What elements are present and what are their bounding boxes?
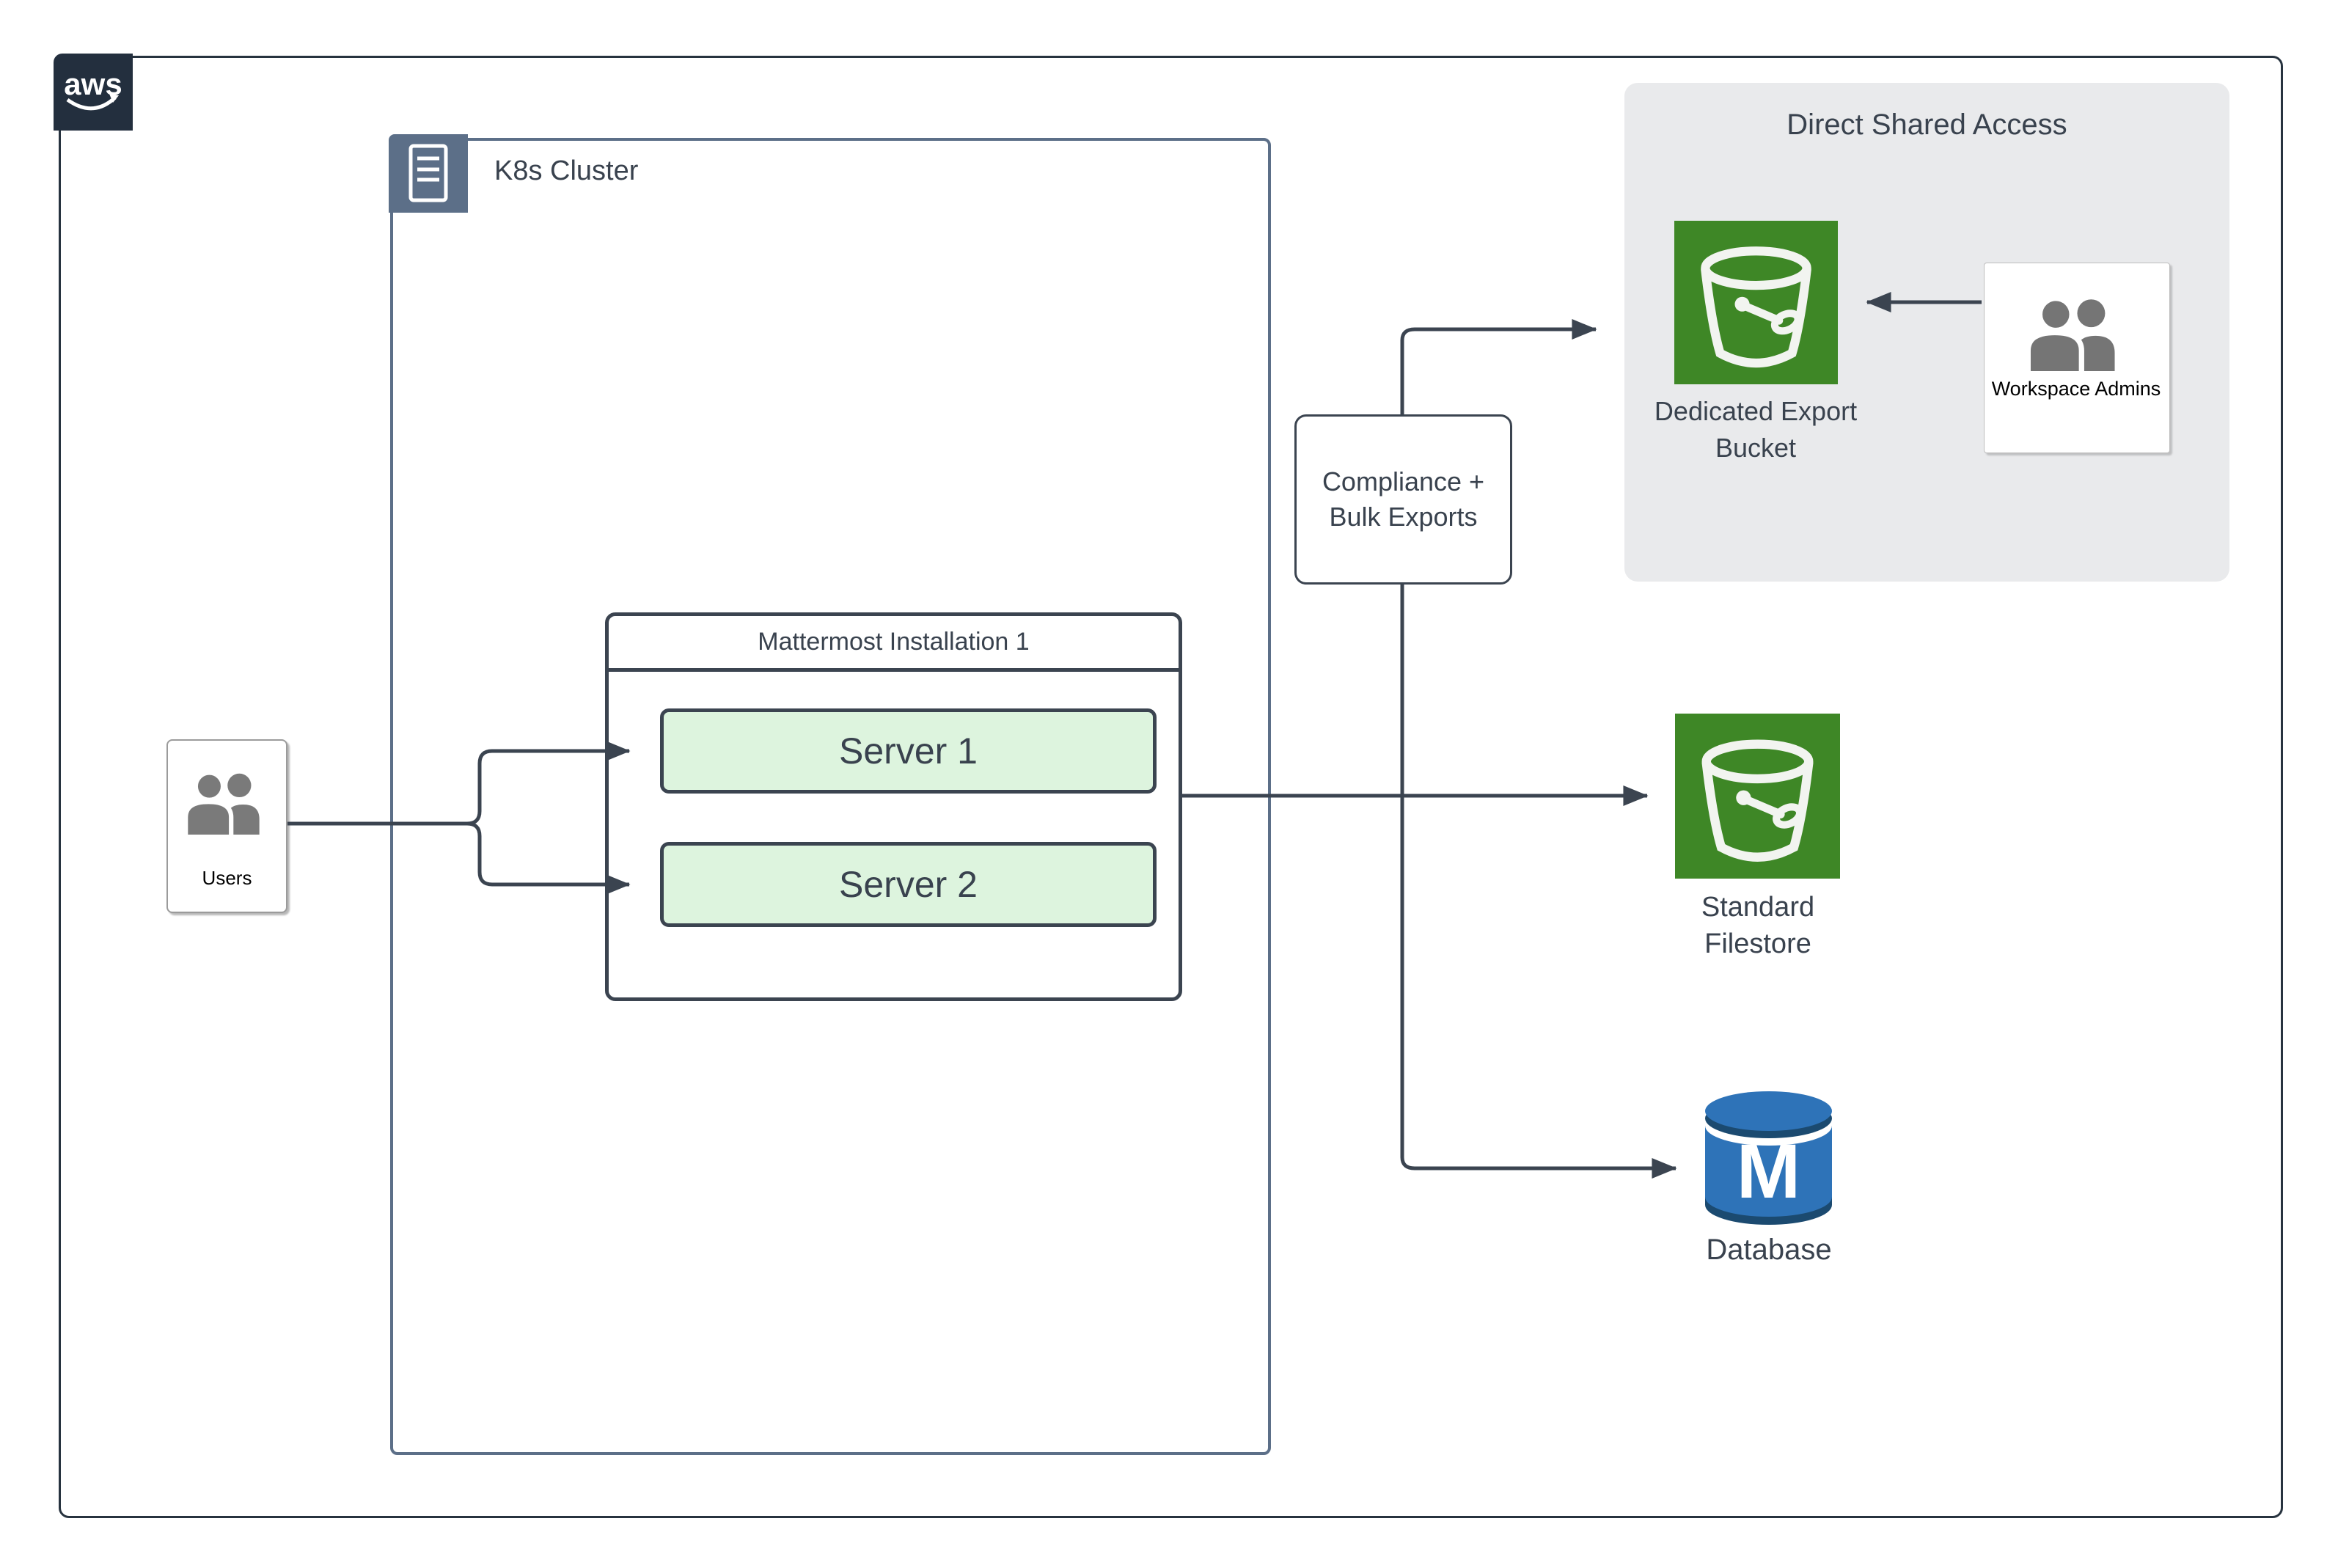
database-label: Database [1706,1234,1832,1266]
users-icon [181,767,272,840]
mattermost-installation-title: Mattermost Installation 1 [609,616,1179,672]
aws-cloud-boundary [59,56,2283,1518]
standard-filestore-icon [1674,714,1841,879]
database-cylinder-icon: M [1705,1091,1832,1225]
aws-logo: aws [54,54,133,131]
server-2-node: Server 2 [660,842,1157,927]
dedicated-export-bucket-icon [1674,221,1838,384]
server-2-label: Server 2 [839,864,978,905]
database-monogram: M [1737,1129,1800,1215]
compliance-bulk-exports-node: Compliance + Bulk Exports [1294,414,1512,585]
dedicated-export-bucket-label: Dedicated Export Bucket [1654,396,1858,463]
aws-smile-icon [66,96,117,111]
compliance-line2: Bulk Exports [1329,502,1478,532]
standard-filestore-label: Standard Filestore [1701,892,1815,959]
database-icon: M [1705,1074,1832,1236]
workspace-admins-icon [2023,292,2130,378]
k8s-cluster-label: K8s Cluster [494,155,639,186]
server-1-node: Server 1 [660,708,1157,794]
direct-shared-access-title: Direct Shared Access [1787,109,2067,141]
mattermost-installation-box: Mattermost Installation 1 [605,612,1182,1001]
s3-bucket-icon [1675,714,1840,879]
workspace-admins-label: Workspace Admins [1991,378,2161,400]
aws-smile-arrow [109,94,119,103]
server-1-label: Server 1 [839,730,978,772]
k8s-cluster-badge [389,134,468,213]
s3-bucket-icon [1674,221,1838,384]
server-rack-icon [408,144,448,202]
users-label: Users [202,867,252,889]
compliance-line1: Compliance + [1322,466,1485,497]
aws-logo-icon: aws [64,67,122,111]
